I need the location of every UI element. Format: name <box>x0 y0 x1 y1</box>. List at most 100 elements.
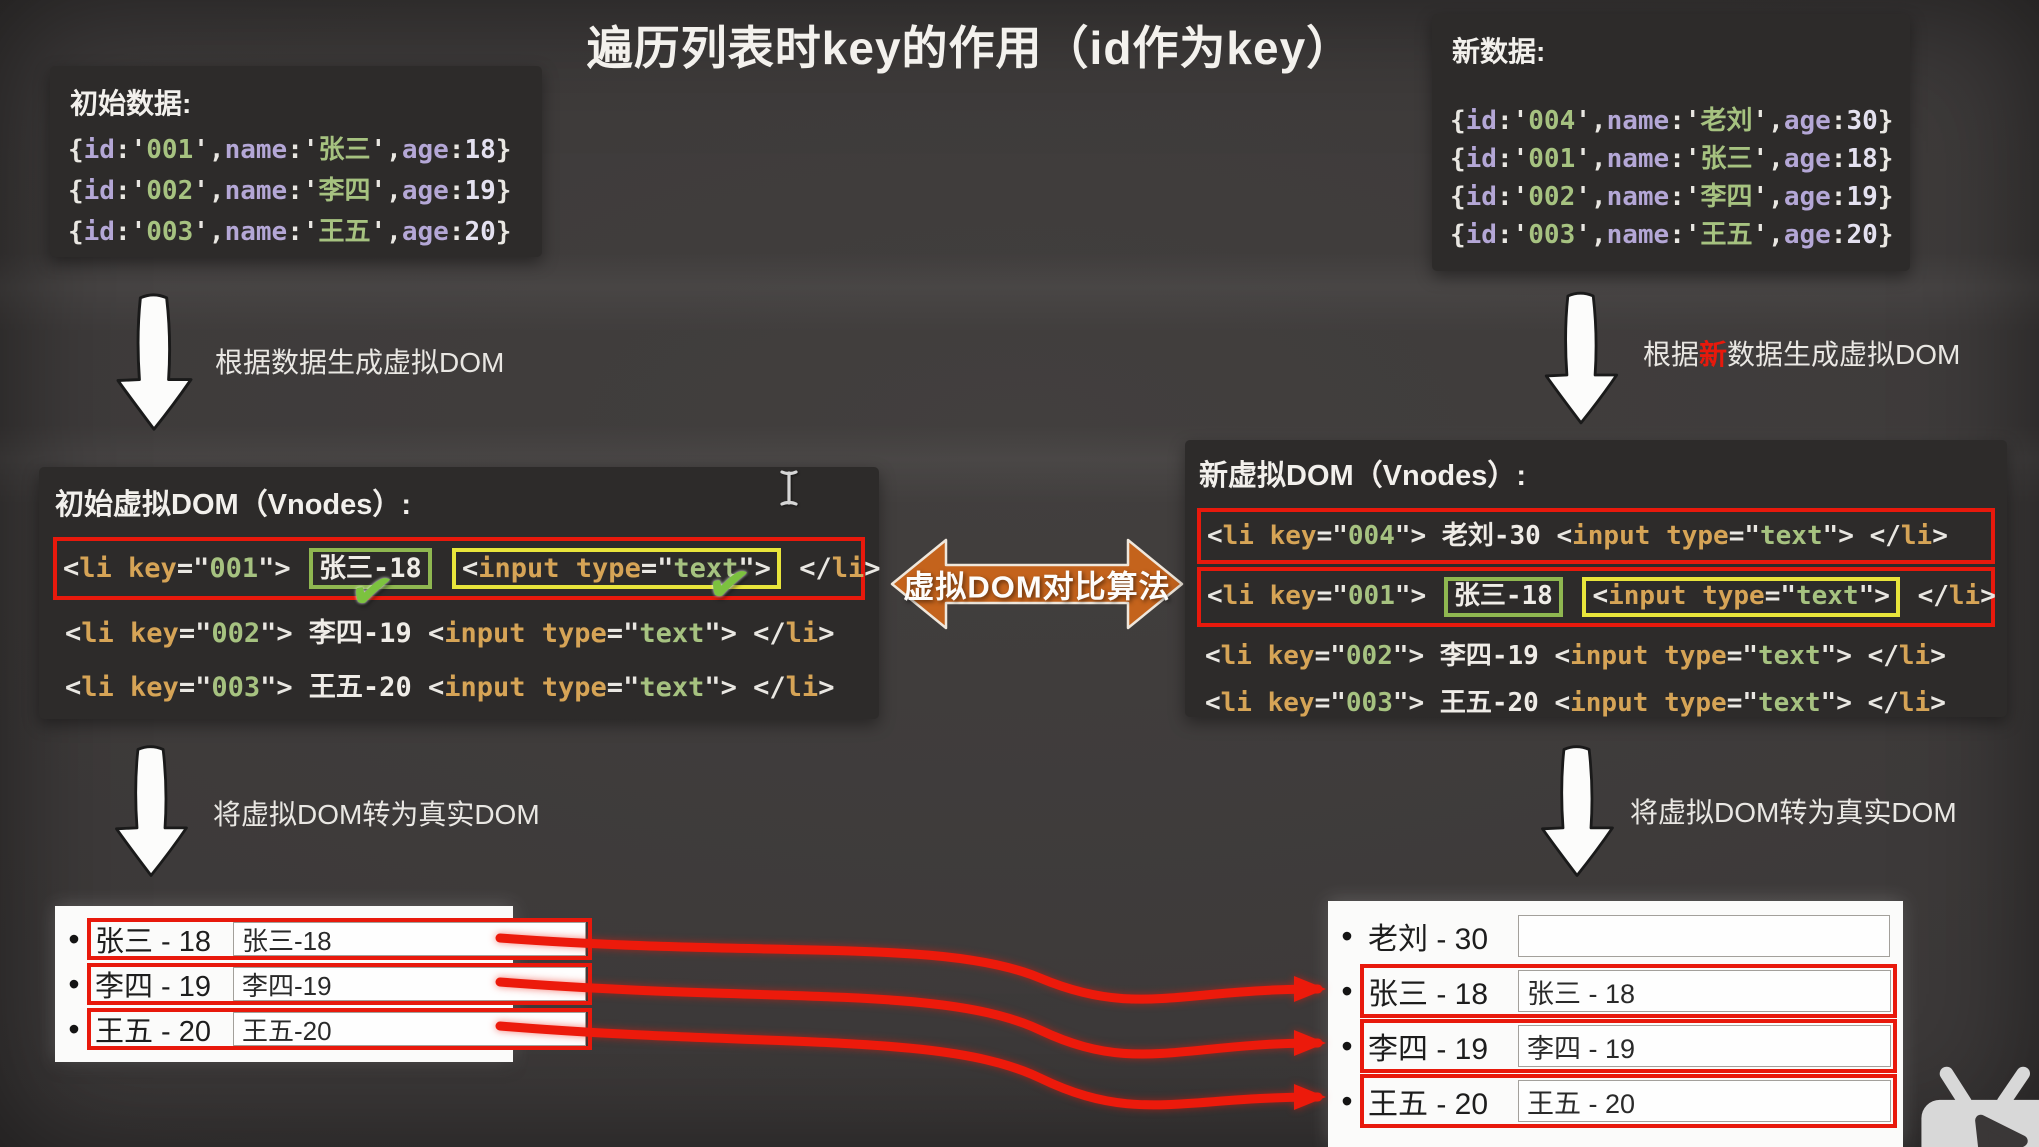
code-line: {id:'002',name:'李四',age:19} <box>1450 178 1893 216</box>
code-token: </ <box>753 618 786 650</box>
code-token <box>1686 581 1702 611</box>
code-token: li <box>785 672 819 704</box>
code-token: : <box>448 217 465 247</box>
code-token: 张三-18 <box>1453 581 1553 611</box>
code-token: > <box>1836 687 1852 718</box>
new-vdom-header: 新虚拟DOM（Vnodes）: <box>1199 460 1527 492</box>
code-token: : <box>287 135 303 165</box>
code-token: " <box>1394 521 1411 551</box>
code-token: { <box>1450 106 1466 136</box>
text-input[interactable] <box>233 967 586 1001</box>
code-token: = <box>178 672 196 704</box>
code-token: : <box>1830 106 1847 136</box>
code-token: < <box>1592 581 1609 611</box>
list-item: •王五 - 20 <box>1334 1074 1903 1128</box>
code-token: ' <box>1512 144 1529 174</box>
code-token: 002 <box>1528 182 1576 212</box>
code-token: { <box>68 135 84 165</box>
code-token: > <box>274 553 291 584</box>
code-token: ' <box>1512 106 1529 136</box>
code-token: } <box>1877 144 1894 174</box>
code-token: 003 <box>211 672 261 704</box>
text-input[interactable] <box>1518 970 1891 1012</box>
code-token: name <box>224 135 288 165</box>
code-token <box>783 553 799 584</box>
code-token: ' <box>302 135 319 165</box>
code-token: > <box>720 618 737 650</box>
code-token: key <box>1269 521 1317 551</box>
code-line: {id:'004',name:'老刘',age:30} <box>1450 102 1893 140</box>
code-token: " <box>1332 521 1348 551</box>
code-token: li <box>1220 687 1252 718</box>
code-token: " <box>1822 521 1839 551</box>
code-token: li <box>785 618 819 650</box>
code-token: 18 <box>1846 144 1878 174</box>
code-token: id <box>1465 106 1497 136</box>
code-token: , <box>1768 220 1784 250</box>
code-token: age <box>401 135 449 165</box>
code-token: 002 <box>146 176 194 206</box>
code-token: type <box>1664 687 1727 718</box>
text-input[interactable] <box>233 1012 586 1046</box>
code-token <box>1648 641 1664 671</box>
code-token: 王五 <box>318 217 371 247</box>
code-token: age <box>1783 182 1831 212</box>
text-input[interactable] <box>1518 1080 1891 1122</box>
code-token: type <box>541 672 607 704</box>
code-token: 003 <box>1345 687 1393 718</box>
code-token: : <box>114 217 131 247</box>
vnode-row: <li key="003"> 王五-20 <input type="text">… <box>65 668 865 708</box>
code-token: < <box>1205 640 1221 671</box>
code-token: key <box>128 553 177 584</box>
code-token: 004 <box>1347 521 1395 551</box>
code-token: ' <box>1512 220 1529 250</box>
double-arrow-icon <box>890 538 1184 630</box>
code-token: 001 <box>146 135 194 165</box>
code-token: text <box>639 672 705 704</box>
row-frame: 老刘 - 30 <box>1360 909 1942 963</box>
code-token: 张三 <box>318 135 371 165</box>
list-item: •张三 - 18 <box>1334 964 1903 1018</box>
code-token: 20 <box>1846 220 1878 250</box>
code-token: , <box>1768 106 1784 136</box>
code-token: = <box>1726 640 1743 671</box>
code-token: " <box>258 553 275 584</box>
code-token: </ <box>1867 687 1899 718</box>
mapping-arrow-wangwu <box>495 1021 1326 1111</box>
code-token: id <box>1465 220 1497 250</box>
code-token: : <box>114 135 131 165</box>
code-token: " <box>1820 640 1837 671</box>
down-arrow-icon <box>115 745 188 877</box>
code-token: = <box>1728 521 1745 551</box>
code-token: li <box>1222 581 1254 611</box>
code-token: , <box>386 135 402 165</box>
bullet-icon: • <box>1341 1083 1353 1119</box>
code-token: 19 <box>464 176 496 206</box>
code-token: text <box>1758 640 1821 671</box>
vnode-row: <li key="003"> 王五-20 <input type="text">… <box>1205 685 1995 721</box>
code-token: li <box>1222 521 1254 551</box>
code-token: = <box>176 553 194 584</box>
text-input[interactable] <box>1518 915 1890 957</box>
code-token: ' <box>1752 144 1769 174</box>
matched-row-frame: 李四 - 19 <box>1360 1019 1897 1073</box>
new-vdom-code: <li key="004"> 老刘-30 <input type="text">… <box>1197 508 1996 721</box>
code-token: input <box>1572 521 1651 551</box>
item-label: 老刘 - 30 <box>1368 923 1489 956</box>
text-input[interactable] <box>233 922 586 956</box>
yellow-highlight-box: <input type="text"> <box>1582 577 1900 617</box>
text-input[interactable] <box>1518 1025 1891 1067</box>
code-token: li <box>81 618 114 650</box>
flow-label-generate-right: 根据新数据生成虚拟DOM <box>1643 333 1960 373</box>
code-token: ' <box>1684 106 1701 136</box>
code-token: age <box>1783 144 1831 174</box>
code-token: input <box>1570 640 1649 671</box>
code-token: = <box>178 618 196 650</box>
code-token <box>1252 641 1268 671</box>
code-token <box>1852 688 1868 718</box>
code-token: : <box>1830 220 1847 250</box>
code-token: 003 <box>146 217 194 247</box>
code-token: ' <box>193 176 209 206</box>
code-token: < <box>427 618 445 650</box>
code-token: </ <box>799 553 832 584</box>
